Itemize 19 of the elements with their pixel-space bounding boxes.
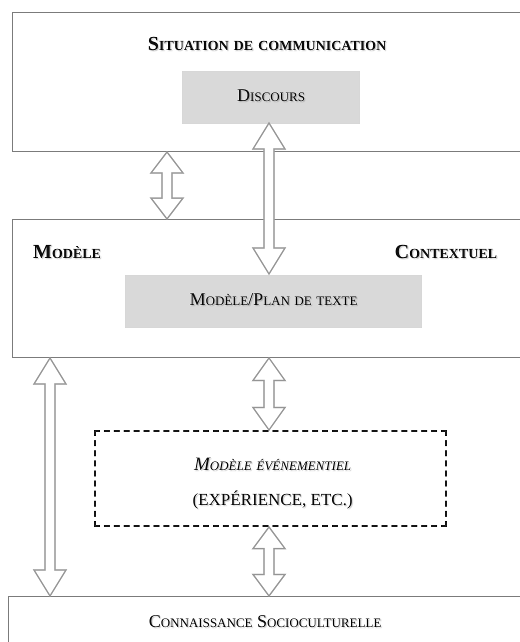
- text-plan-box: [125, 275, 422, 328]
- sociocultural-knowledge-box: [8, 596, 520, 642]
- label-text: Modèle événementiel: [192, 454, 352, 476]
- double-arrow: [252, 122, 286, 276]
- situation-box: [12, 12, 520, 152]
- heading: Situation de communication: [146, 33, 388, 56]
- label-text: (EXPÉRIENCE, ETC.): [191, 490, 354, 510]
- context-model-box: [12, 219, 520, 358]
- double-arrow: [252, 526, 286, 598]
- discourse-box: [182, 71, 360, 124]
- label-text: Modèle: [33, 241, 101, 264]
- label-text: Connaissance Socioculturelle: [148, 611, 382, 632]
- double-arrow: [32, 356, 68, 598]
- double-arrow: [252, 356, 286, 432]
- label-text: Contextuel: [394, 241, 497, 264]
- label-text: Discours: [236, 85, 306, 106]
- double-arrow: [149, 150, 185, 220]
- event-model-box: [94, 430, 447, 527]
- label-text: Modèle/Plan de texte: [188, 289, 358, 310]
